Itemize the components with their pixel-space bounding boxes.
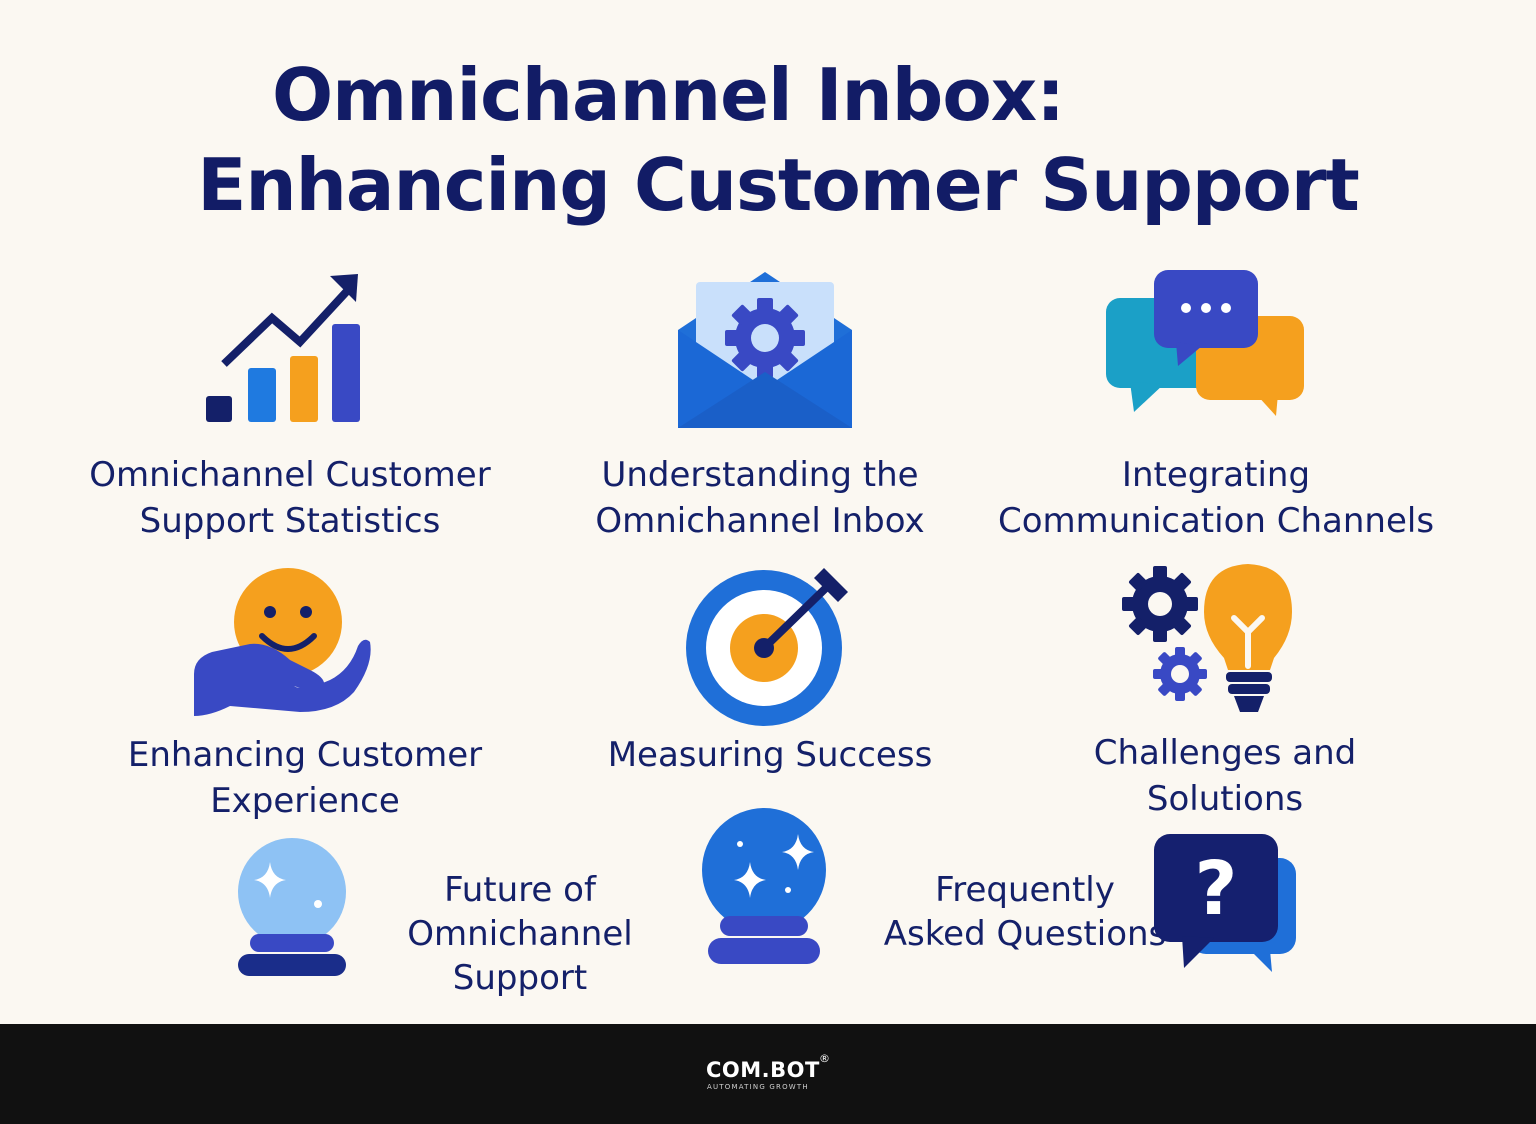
magic-crystal-ball-icon xyxy=(702,808,826,964)
crystal-ball-icon xyxy=(238,838,346,976)
item-label-line: Challenges and xyxy=(1093,733,1357,773)
item-label-line: Measuring Success xyxy=(607,735,933,775)
bar-chart-growth-icon xyxy=(206,274,360,422)
item-label-line: Enhancing Customer xyxy=(127,735,483,775)
question-bubble-icon: ? xyxy=(1154,834,1296,972)
item-label-line: Communication Channels xyxy=(997,501,1435,541)
gears-lightbulb-icon xyxy=(1122,564,1292,712)
item-label-line: Support xyxy=(452,958,588,998)
logo-brand: COM.BOT xyxy=(706,1058,820,1082)
logo-tagline: AUTOMATING GROWTH xyxy=(707,1083,809,1091)
target-arrow-icon xyxy=(686,568,848,726)
svg-text:?: ? xyxy=(1195,846,1238,932)
item-label-line: Experience xyxy=(210,781,400,821)
item-label-line: Frequently xyxy=(935,870,1115,910)
page-title: Omnichannel Inbox: Enhancing Customer Su… xyxy=(0,50,1536,230)
envelope-gear-icon xyxy=(678,272,852,428)
item-label-line: Omnichannel xyxy=(407,914,633,954)
item-label-line: Asked Questions xyxy=(883,914,1167,954)
item-label-line: Omnichannel Inbox xyxy=(595,501,925,541)
footer-bar xyxy=(0,1024,1536,1124)
combot-logo[interactable]: COM.BOT ® AUTOMATING GROWTH xyxy=(706,1052,836,1098)
hand-smiley-icon xyxy=(194,568,371,716)
item-label-line: Omnichannel Customer xyxy=(89,455,491,495)
item-label-line: Support Statistics xyxy=(139,501,441,541)
item-label-line: Understanding the xyxy=(601,455,919,495)
item-label-measuring-success: Measuring Success xyxy=(570,732,970,778)
item-label-line: Integrating xyxy=(1121,455,1311,495)
chat-bubbles-icon xyxy=(1106,270,1304,416)
registered-mark: ® xyxy=(819,1052,830,1065)
item-label-line: Solutions xyxy=(1146,779,1304,819)
title-line-1: Omnichannel Inbox: xyxy=(271,53,1065,137)
item-label-line: Future of xyxy=(444,870,596,910)
title-line-2: Enhancing Customer Support xyxy=(197,143,1360,227)
